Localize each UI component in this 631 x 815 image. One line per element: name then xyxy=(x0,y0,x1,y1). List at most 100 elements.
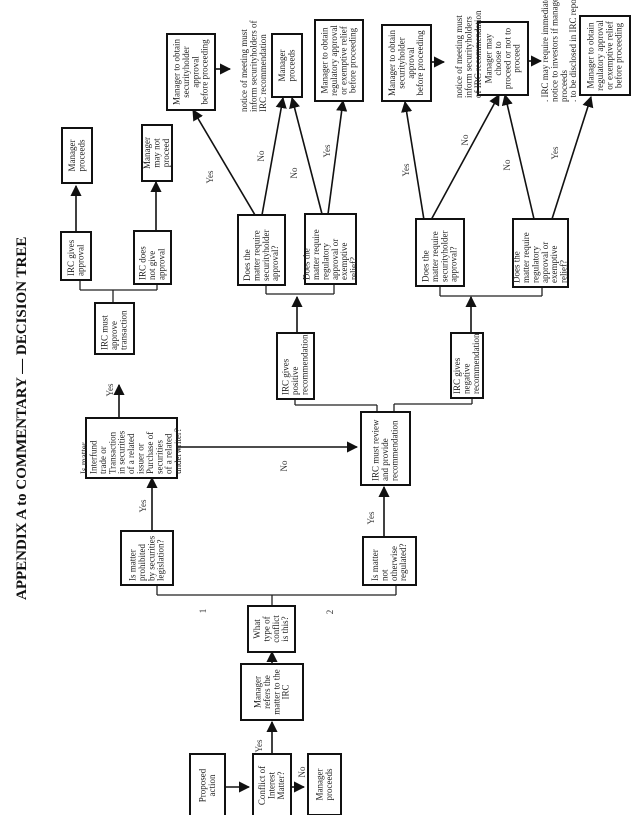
node-text-line: relief? xyxy=(559,260,569,283)
node-text-line: recommendation xyxy=(390,420,400,481)
connectors xyxy=(70,55,594,793)
page-title: APPENDIX A to COMMENTARY — DECISION TREE xyxy=(14,237,30,600)
node-text-line: approval? xyxy=(449,247,459,282)
node-box xyxy=(579,15,631,96)
node-text-line: regulatory approval xyxy=(329,25,339,96)
node-box xyxy=(381,24,432,102)
node-text-line: transaction xyxy=(119,310,129,350)
node-text-line: IRC must review xyxy=(371,419,381,481)
arrow-neg-reg-no xyxy=(501,93,535,220)
note-text-line: inform securityholders xyxy=(463,16,473,98)
node-box xyxy=(271,33,303,98)
node-text-line: Manager to obtain xyxy=(387,30,397,96)
node-text-line: What xyxy=(252,619,262,639)
node-box xyxy=(247,605,296,653)
label-not-otherwise-yes: Yes xyxy=(366,511,376,525)
note-text-line: . IRC may require immediate xyxy=(540,0,550,102)
label-pos-sec-no: No xyxy=(256,150,266,161)
node-text-line: exemptive xyxy=(339,243,349,281)
node-text-line: Conflict of xyxy=(257,766,267,805)
node-text-line: approve xyxy=(109,321,119,350)
node-text-line: and provide xyxy=(380,438,390,481)
node-text-line: conflict xyxy=(271,615,281,643)
label-prohibited-yes: Yes xyxy=(138,499,148,513)
node-text-line: approval xyxy=(75,244,85,276)
note-text-line: notice of meeting must xyxy=(239,29,249,112)
node-text-line: approval xyxy=(157,248,167,280)
node-text-line: otherwise xyxy=(389,546,399,581)
label-conflict-no: No xyxy=(297,766,307,777)
node-text-line: regulatory approval xyxy=(595,20,605,91)
node-text-line: matter to the xyxy=(271,669,281,714)
node-text-line: Purchase of xyxy=(145,432,155,474)
note-text-line: proceeds xyxy=(559,70,569,102)
node-text-line: of a related xyxy=(126,433,136,474)
node-box xyxy=(304,213,357,285)
node-box xyxy=(477,21,529,96)
node-text-line: IRC gives xyxy=(66,239,76,276)
node-box xyxy=(512,218,569,288)
label-neg-sec-yes: Yes xyxy=(401,163,411,177)
node-text-line: exemptive xyxy=(549,246,559,284)
node-text-line: trade or xyxy=(98,446,108,474)
node-box xyxy=(276,332,315,400)
note-text-line: notice of meeting must xyxy=(454,15,464,98)
node-text-line: Is matter xyxy=(79,442,89,474)
node-text-line: Transaction xyxy=(107,431,117,474)
node-text-line: IRC xyxy=(281,684,291,699)
node-box xyxy=(120,530,174,586)
label-interfund-no: No xyxy=(279,460,289,471)
label-neg-reg-yes: Yes xyxy=(550,146,560,160)
node-text-line: matter require xyxy=(521,232,531,283)
node-text-line: negative xyxy=(462,364,472,395)
node-text-line: Manager xyxy=(314,769,324,801)
note-text-line: IRC recommendation xyxy=(258,34,268,112)
arrow-pos-reg-no xyxy=(289,96,323,215)
node-box xyxy=(237,214,286,286)
node-text-line: proceeds xyxy=(286,49,296,81)
node-text-line: prohibited xyxy=(137,544,147,581)
node-text-line: proceed xyxy=(512,44,522,73)
node-box xyxy=(307,753,342,815)
node-text-line: IRC gives xyxy=(281,358,291,395)
node-text-line: Does the xyxy=(242,249,252,281)
node-box xyxy=(252,753,292,815)
node-text-line: Interest xyxy=(267,772,277,799)
node-text-line: Is matter xyxy=(370,549,380,581)
node-text-line: action xyxy=(207,774,217,796)
note-text-line: . to be disclosed in IRC report xyxy=(568,0,578,102)
arrow-neg-sec-no xyxy=(430,94,500,221)
node-text-line: securityholder xyxy=(181,46,191,97)
node-text-line: proceed or not to xyxy=(502,27,512,89)
node-text-line: securityholder xyxy=(396,37,406,88)
node-text-line: Does the xyxy=(302,248,312,280)
node-text-line: before proceeding xyxy=(348,27,358,93)
node-text-line: securityholder xyxy=(439,231,449,282)
note-text-line: inform securityholders of xyxy=(248,21,258,112)
node-text-line: matter require xyxy=(430,231,440,282)
label-conflict-yes: Yes xyxy=(254,739,264,753)
node-text-line: or exemptive relief xyxy=(338,26,348,94)
node-text-line: legislation? xyxy=(156,540,166,582)
note-text-line: notice to investors if manager xyxy=(549,0,559,102)
node-box xyxy=(314,19,364,102)
node-text-line: Manager to obtain xyxy=(320,27,330,93)
node-box xyxy=(415,218,465,287)
node-text-line: Proposed xyxy=(197,768,207,802)
